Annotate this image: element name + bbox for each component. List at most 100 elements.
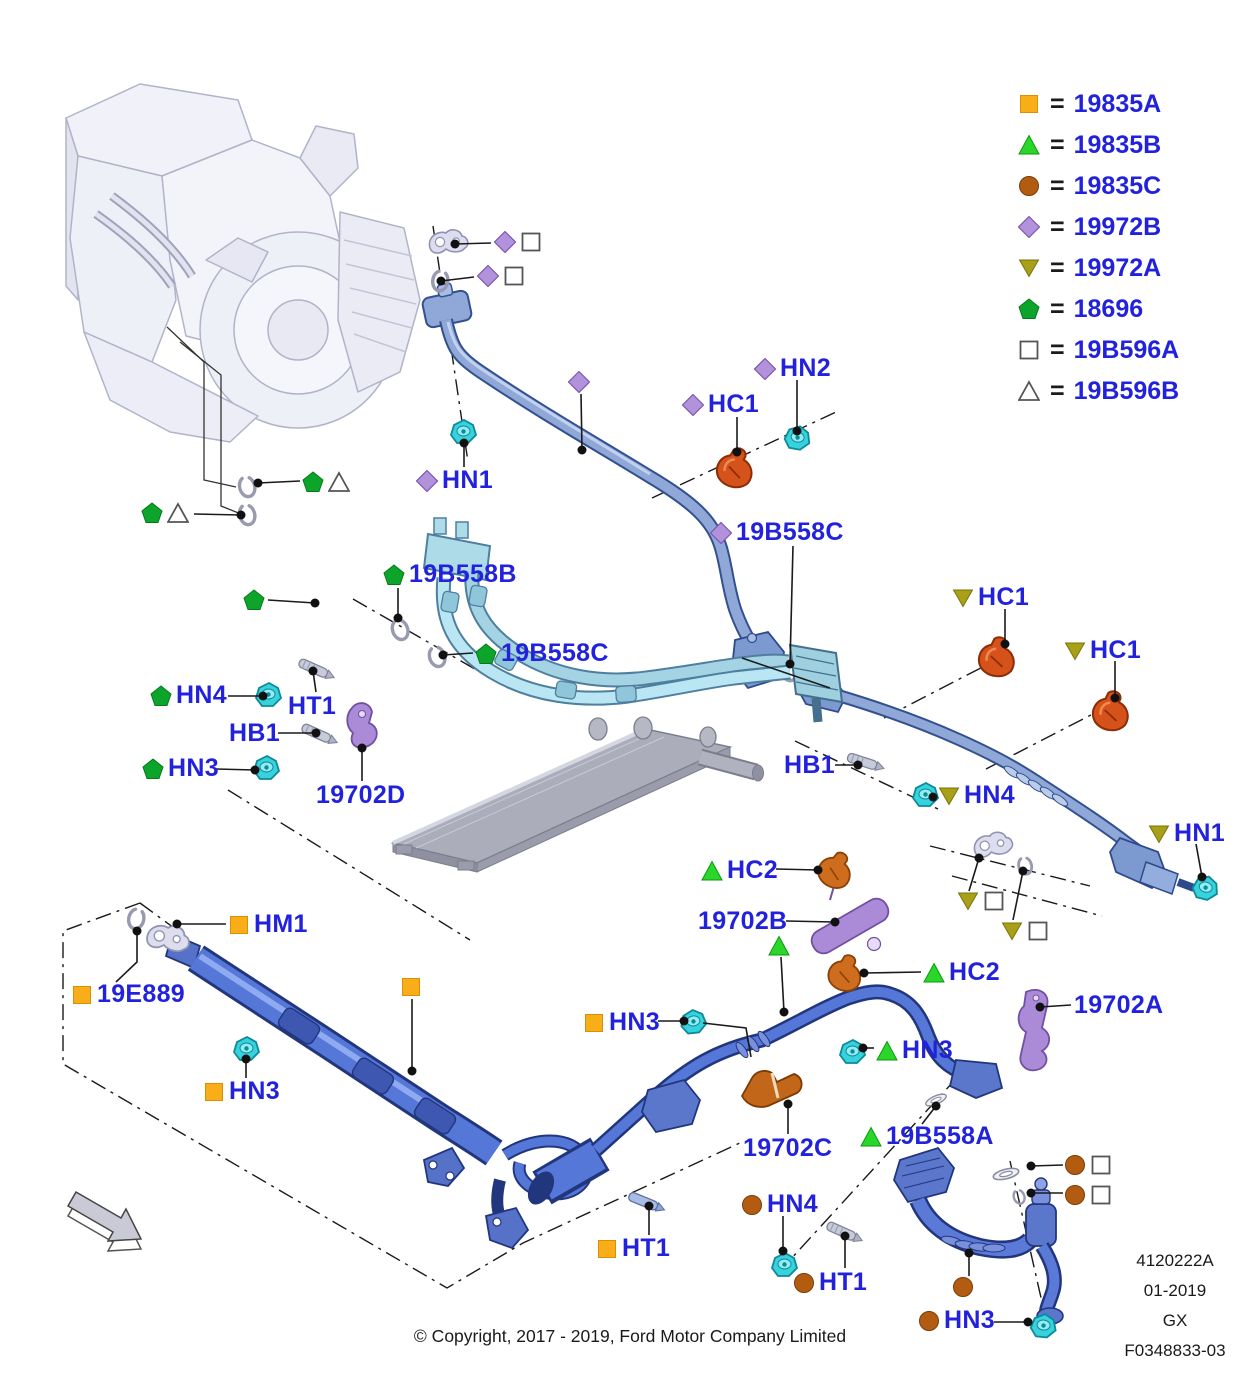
callout-label-p-19702c[interactable]: 19702C — [743, 1134, 833, 1162]
callout-label-hm1[interactable]: HM1 — [254, 910, 308, 938]
orange-square-icon — [1018, 93, 1041, 116]
callout-label-hc1-a[interactable]: HC1 — [708, 390, 759, 418]
legend-row-19972A: = 19972A — [1018, 248, 1179, 289]
callout-label-b558c-b[interactable]: 19B558C — [501, 639, 609, 667]
orange-square-icon — [228, 914, 250, 936]
legend-part-number[interactable]: 19835B — [1073, 131, 1162, 159]
callout-label-hn3-b[interactable]: HN3 — [229, 1077, 280, 1105]
white-square-icon — [983, 890, 1005, 912]
legend-row-19835B: =19835B — [1018, 125, 1179, 166]
callout-label-hn4-b[interactable]: HN4 — [964, 781, 1015, 809]
legend-part-number[interactable]: 19B596A — [1073, 336, 1180, 364]
callout-hn3-b: HN3 — [203, 1079, 280, 1104]
callout-hn1-a: HN1 — [416, 468, 493, 493]
callout-label-ht1-b[interactable]: HT1 — [819, 1268, 868, 1296]
legend-part-number[interactable]: 19972A — [1073, 254, 1162, 282]
olive-triangle-down-icon — [1148, 823, 1170, 845]
callout-label-hc1-c[interactable]: HC1 — [1090, 636, 1141, 664]
callout-label-p-19e889[interactable]: 19E889 — [97, 980, 185, 1008]
callout-p-19702a: 19702A — [1074, 993, 1163, 1018]
legend-row-19B596B: =19B596B — [1018, 371, 1179, 412]
doc-figure: F0348833-03 — [1124, 1341, 1226, 1360]
callout-label-b558a[interactable]: 19B558A — [886, 1122, 994, 1150]
callout-label-hn4-c[interactable]: HN4 — [767, 1190, 818, 1218]
callout-p-19e889: 19E889 — [71, 982, 185, 1007]
white-triangle-icon — [1018, 380, 1041, 403]
callout-hn2: HN2 — [754, 356, 831, 381]
green-pentagon-icon — [243, 589, 265, 611]
callout-label-ht1-a[interactable]: HT1 — [288, 692, 337, 720]
legend-equals: = — [1050, 254, 1065, 282]
callout-b558a: 19B558A — [860, 1124, 994, 1149]
unit-guide-lines — [166, 326, 242, 515]
callout-label-hc2-b[interactable]: HC2 — [949, 958, 1000, 986]
white-square-icon — [1018, 339, 1041, 362]
callout-label-b558c-a[interactable]: 19B558C — [736, 518, 844, 546]
condenser — [390, 716, 764, 873]
legend-part-number[interactable]: 19B596B — [1073, 377, 1180, 405]
white-square-icon — [1090, 1184, 1112, 1206]
brown-circle-icon — [1064, 1154, 1086, 1176]
legend-row-19835C: =19835C — [1018, 166, 1179, 207]
olive-triangle-down-icon — [1018, 257, 1041, 280]
callout-label-hn3-a[interactable]: HN3 — [168, 754, 219, 782]
callout-label-hn3-e[interactable]: HN3 — [944, 1306, 995, 1334]
green-pentagon-icon — [475, 642, 497, 665]
legend: =19835A=19835B=19835C=19972B=19972A=1869… — [1018, 84, 1179, 412]
callout-label-p-19702d[interactable]: 19702D — [316, 781, 406, 809]
legend-part-number[interactable]: 19835C — [1073, 172, 1162, 200]
callout-ht1-b: HT1 — [793, 1270, 867, 1295]
callout-label-hn3-d[interactable]: HN3 — [902, 1036, 953, 1064]
legend-part-number[interactable]: 18696 — [1073, 295, 1144, 323]
brown-circle-icon — [793, 1272, 815, 1294]
orange-square-icon — [596, 1238, 618, 1260]
callout-cs-b — [1064, 1184, 1112, 1206]
callout-label-hn3-c[interactable]: HN3 — [609, 1008, 660, 1036]
callout-label-hn1-b[interactable]: HN1 — [1174, 819, 1225, 847]
callout-label-b558b[interactable]: 19B558B — [409, 560, 517, 588]
callout-label-hn2[interactable]: HN2 — [780, 354, 831, 382]
callout-pt-b — [141, 502, 189, 524]
callout-hn4-b: HN4 — [938, 783, 1015, 808]
callout-ts-a — [957, 890, 1005, 912]
callout-b558b: 19B558B — [383, 562, 517, 587]
purple-diamond-icon — [568, 371, 590, 393]
callout-label-hc2-a[interactable]: HC2 — [727, 856, 778, 884]
callout-label-hn4-a[interactable]: HN4 — [176, 681, 227, 709]
callout-hn4-c: HN4 — [741, 1192, 818, 1217]
main-hose-assembly — [164, 932, 1004, 1250]
purple-diamond-icon — [682, 393, 704, 416]
brown-circle-icon — [918, 1310, 940, 1332]
callout-hn1-b: HN1 — [1148, 821, 1225, 846]
callout-label-p-19702a[interactable]: 19702A — [1074, 991, 1164, 1019]
purple-diamond-icon — [710, 521, 732, 544]
purple-diamond-icon — [416, 469, 438, 492]
legend-part-number[interactable]: 19972B — [1073, 213, 1162, 241]
callout-label-hn1-a[interactable]: HN1 — [442, 466, 493, 494]
white-triangle-icon — [167, 502, 189, 524]
callout-label-ht1-c[interactable]: HT1 — [622, 1234, 671, 1262]
callout-gt-1 — [768, 935, 790, 957]
legend-equals: = — [1050, 336, 1065, 364]
callout-p-19702b: 19702B — [698, 909, 787, 934]
callout-hc2-a: HC2 — [701, 858, 778, 883]
white-square-icon — [520, 231, 542, 253]
green-pentagon-icon — [1018, 298, 1041, 321]
legend-equals: = — [1050, 90, 1065, 118]
callout-ts-b — [1001, 920, 1049, 942]
legend-part-number[interactable]: 19835A — [1073, 90, 1162, 118]
callout-bc-1 — [952, 1276, 974, 1298]
callout-label-hc1-b[interactable]: HC1 — [978, 583, 1029, 611]
purple-diamond-icon — [754, 357, 776, 380]
callout-label-p-19702b[interactable]: 19702B — [698, 907, 788, 935]
rear-hose-assembly — [893, 1146, 1064, 1325]
callout-label-hb1-a[interactable]: HB1 — [229, 719, 280, 747]
callout-label-hb1-b[interactable]: HB1 — [784, 751, 835, 779]
bracket-19702b — [810, 885, 890, 955]
callout-cs-a — [1064, 1154, 1112, 1176]
green-triangle-icon — [768, 935, 790, 957]
olive-triangle-down-icon — [1064, 640, 1086, 662]
olive-triangle-down-icon — [1001, 920, 1023, 942]
legend-row-19B596A: = 19B596A — [1018, 330, 1179, 371]
green-triangle-icon — [923, 961, 945, 984]
